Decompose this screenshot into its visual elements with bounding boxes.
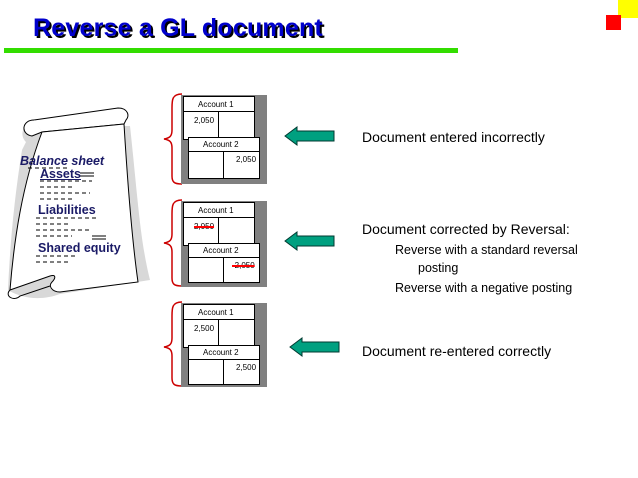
account-1-value: 2,050 xyxy=(194,116,215,125)
account-1-label: Account 1 xyxy=(198,100,234,109)
brace-2 xyxy=(163,199,183,287)
account-1-label: Account 1 xyxy=(198,206,234,215)
account-2-box xyxy=(188,243,260,283)
scroll-heading: Balance sheet xyxy=(20,154,105,168)
desc-incorrect: Document entered incorrectly xyxy=(362,129,545,145)
account-2-label: Account 2 xyxy=(203,140,239,149)
scroll-equity: Shared equity xyxy=(38,241,121,255)
account-2-value: 2,050 xyxy=(236,155,257,164)
desc-reentered: Document re-entered correctly xyxy=(362,343,552,359)
account-1-label: Account 1 xyxy=(198,308,234,317)
account-2-label: Account 2 xyxy=(203,246,239,255)
desc-negative: Reverse with a negative posting xyxy=(395,281,573,295)
brace-3 xyxy=(163,301,183,387)
desc-standard-line1: Reverse with a standard reversal xyxy=(395,243,578,257)
account-1-box xyxy=(183,304,255,348)
account-2-box xyxy=(188,345,260,385)
scroll-assets: Assets xyxy=(40,167,81,181)
scroll-icon xyxy=(7,107,150,299)
account-1-value: 2,500 xyxy=(194,324,215,333)
desc-corrected: Document corrected by Reversal: xyxy=(362,221,570,237)
arrow-left-icon xyxy=(289,337,340,357)
brace-1 xyxy=(163,93,183,185)
corner-yellow-square xyxy=(618,0,638,18)
account-1-value-struck: 2,050 xyxy=(194,222,215,231)
desc-standard-line2: posting xyxy=(418,261,459,275)
account-2-value-struck: -2,050 xyxy=(232,261,255,270)
account-2-label: Account 2 xyxy=(203,348,239,357)
scroll-liabilities: Liabilities xyxy=(38,203,96,217)
corner-red-square xyxy=(606,15,621,30)
slide-title: Reverse a GL document xyxy=(33,14,323,42)
account-2-box xyxy=(188,137,260,179)
title-underline-bar xyxy=(4,48,458,53)
arrow-left-icon xyxy=(284,126,335,146)
account-2-value: 2,500 xyxy=(236,363,257,372)
arrow-left-icon xyxy=(284,231,335,251)
